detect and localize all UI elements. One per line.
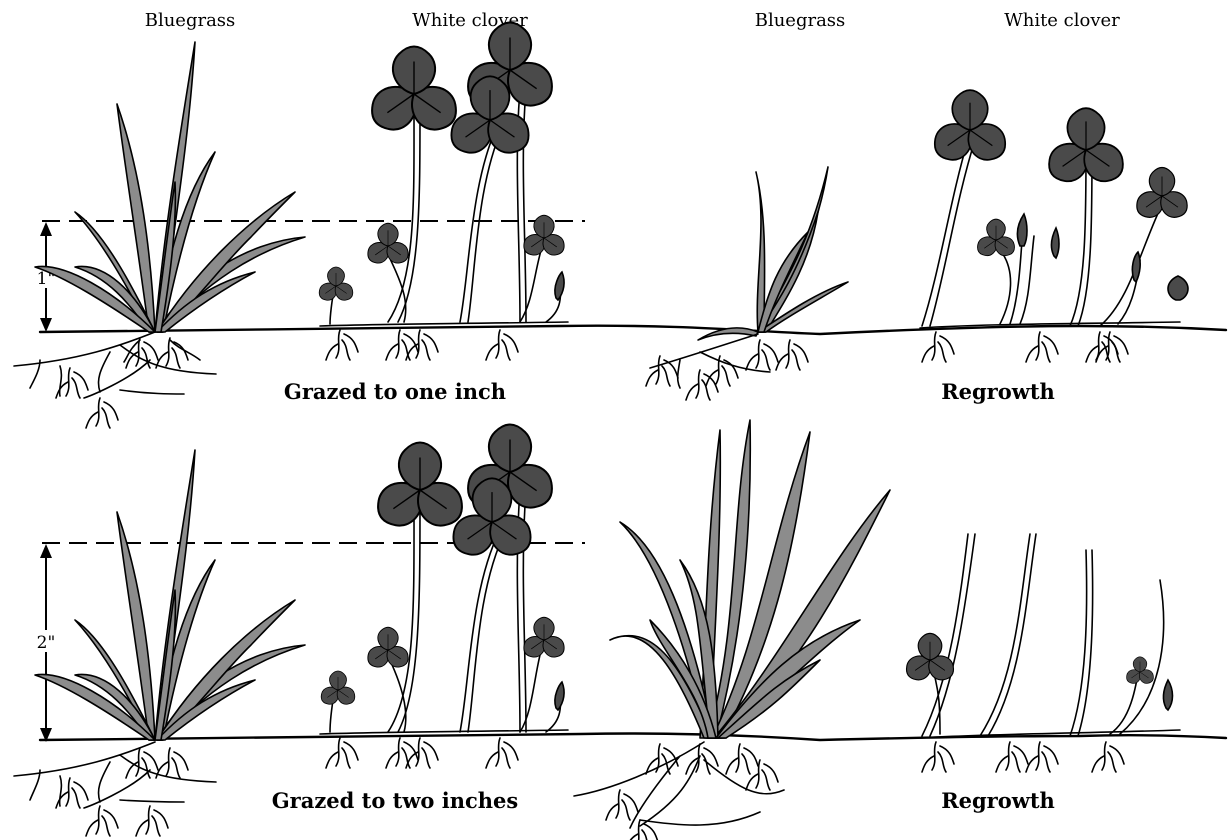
ground-line-bottom xyxy=(40,733,1226,740)
bottom-row: 2" xyxy=(14,420,1226,840)
bluegrass-rhizomes-bottom-left xyxy=(14,742,216,836)
bluegrass-regrowth-bottom-right xyxy=(610,420,890,738)
bluegrass-plant-top-left xyxy=(35,42,305,332)
bluegrass-rhizomes-top-left xyxy=(14,332,216,428)
header-bluegrass-left: Bluegrass xyxy=(145,10,236,31)
bluegrass-rhizomes-top-right xyxy=(646,334,808,400)
header-white-clover-right: White clover xyxy=(1004,10,1120,31)
bluegrass-regrowth-top-right xyxy=(698,167,848,340)
caption-grazed-one-inch: Grazed to one inch xyxy=(284,379,506,404)
bluegrass-plant-bottom-left xyxy=(35,450,305,740)
bluegrass-rhizomes-bottom-right xyxy=(574,742,784,840)
top-row: 1" xyxy=(14,23,1226,429)
ground-line-top xyxy=(40,326,1226,334)
white-clover-bottom-left xyxy=(318,425,569,769)
header-bluegrass-right: Bluegrass xyxy=(755,10,846,31)
white-clover-top-left xyxy=(316,23,569,361)
two-inch-label: 2" xyxy=(37,633,56,653)
caption-regrowth-bottom: Regrowth xyxy=(941,788,1055,813)
caption-grazed-two-inches: Grazed to two inches xyxy=(272,788,518,813)
caption-regrowth-top: Regrowth xyxy=(941,379,1055,404)
white-clover-regrowth-top-right xyxy=(920,90,1193,362)
